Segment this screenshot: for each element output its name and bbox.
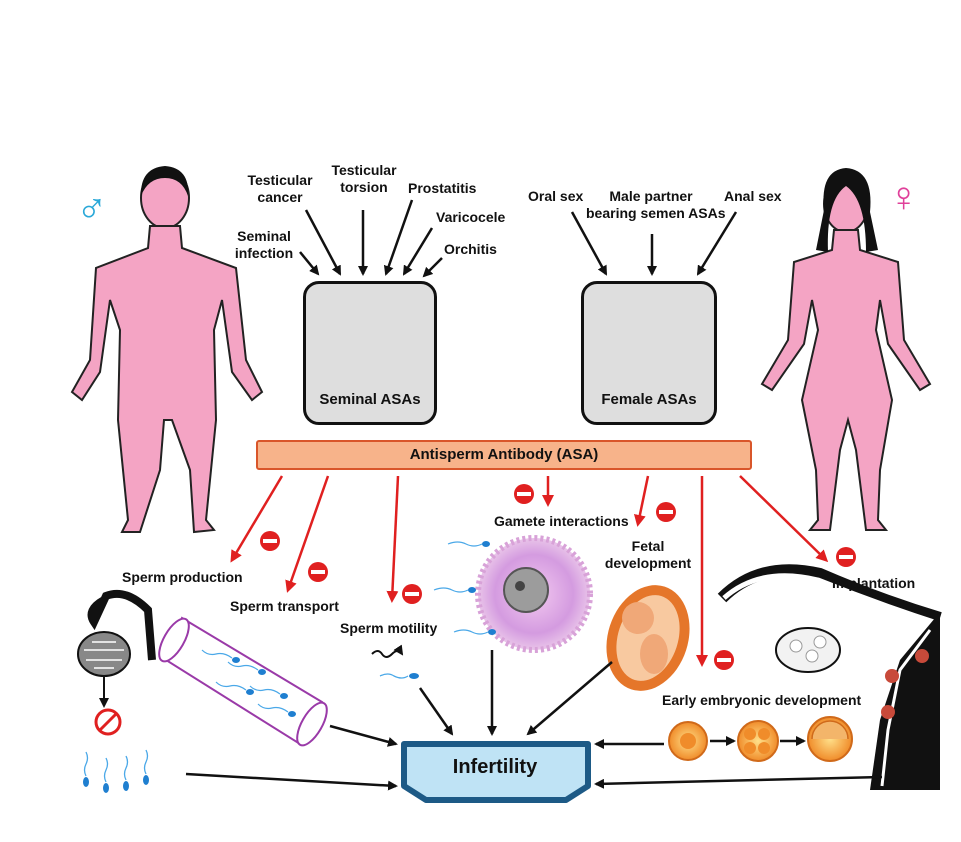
cause-seminal-infection-line1: Seminal [237,228,291,244]
cause-testicular-torsion: Testicular torsion [322,162,406,196]
egg-cell-icon [433,535,593,653]
cause-testicular-torsion-line1: Testicular [331,162,397,178]
cause-male-partner-line2: bearing semen ASAs [586,205,726,221]
inhibit-icons [260,484,856,670]
cause-seminal-infection: Seminal infection [232,228,296,262]
infertility-label: Infertility [452,756,538,778]
effect-arrows [230,475,829,667]
male-body-icon [70,167,264,534]
testis-icon [77,589,156,736]
antisperm-antibody-bar: Antisperm Antibody (ASA) [256,440,752,470]
seminal-asas-label: Seminal ASAs [319,391,421,408]
cause-testicular-cancer-line2: cancer [257,189,303,205]
effect-sperm-production: Sperm production [122,569,243,585]
effect-gamete-interactions: Gamete interactions [494,513,629,529]
antisperm-antibody-label: Antisperm Antibody (ASA) [409,446,599,463]
cause-varicocele: Varicocele [436,209,506,225]
cause-arrows-female [570,211,738,276]
uterus-icon [717,564,942,790]
infertility-box: Infertility [402,742,588,798]
effect-early-embryonic-development: Early embryonic development [662,692,862,708]
cause-male-partner: Male partner bearing semen ASAs [586,188,726,222]
cause-prostatitis: Prostatitis [408,180,477,196]
cause-oral-sex: Oral sex [528,188,584,204]
female-asas-box: Female ASAs [581,281,717,425]
effect-fetal-line1: Fetal [631,538,665,554]
cause-testicular-torsion-line2: torsion [340,179,388,195]
fetus-icon [606,585,690,691]
female-symbol: ♀ [888,173,920,220]
male-symbol: ♂ [76,183,108,230]
tube-icon [158,616,328,747]
effect-fetal-development: Fetal development [604,538,692,572]
cause-arrows-male [299,199,443,278]
infertility-shape [401,741,591,803]
cause-seminal-infection-line2: infection [234,245,294,261]
effect-sperm-motility: Sperm motility [340,620,438,636]
cause-testicular-cancer-line1: Testicular [247,172,313,188]
cause-orchitis: Orchitis [444,241,497,257]
female-asas-label: Female ASAs [601,391,697,408]
cause-anal-sex: Anal sex [724,188,782,204]
male-hair-icon [140,166,189,196]
effect-sperm-transport: Sperm transport [230,598,339,614]
seminal-asas-box: Seminal ASAs [303,281,437,425]
motility-sperm-icon [371,644,419,679]
cause-male-partner-line1: Male partner [609,188,693,204]
female-body-icon [760,175,932,531]
effect-implantation: Implantation [832,575,916,591]
female-hair-icon [816,168,878,252]
effect-fetal-line2: development [604,555,692,571]
cause-testicular-cancer: Testicular cancer [238,172,322,206]
embryo-icons [668,716,853,762]
outcome-arrows [185,650,883,791]
sperm-cells-icon [83,749,149,793]
